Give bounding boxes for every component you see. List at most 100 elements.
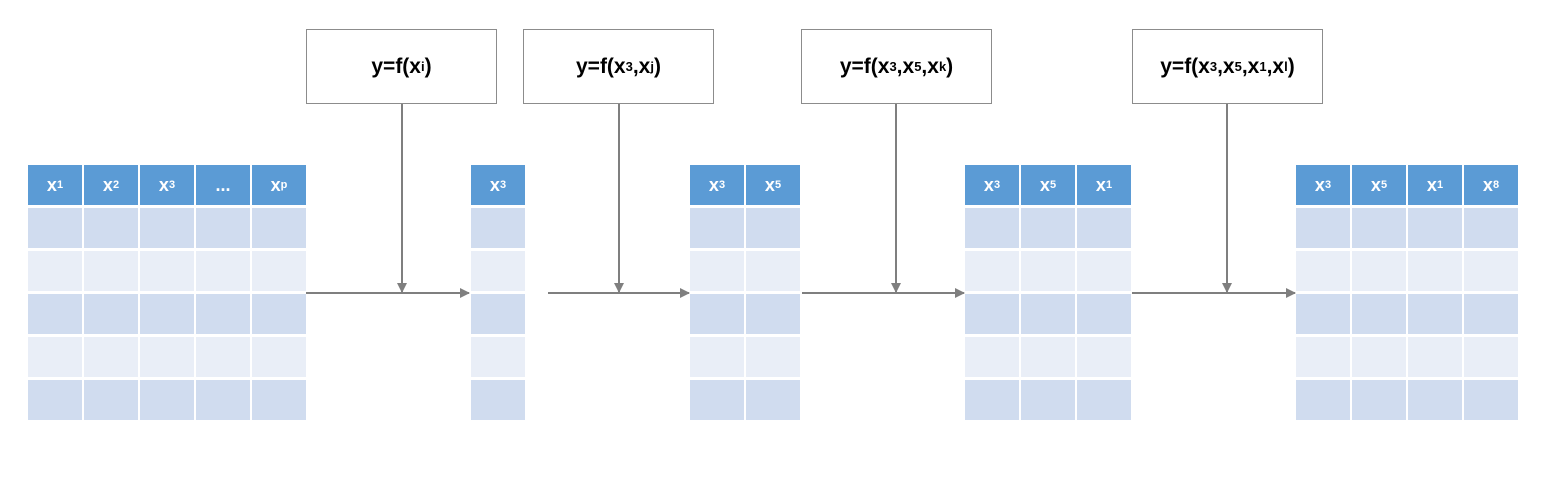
table-cell [965,251,1019,291]
table-cell [196,380,250,420]
table-cell [965,294,1019,334]
column-header-label: x [1370,174,1381,195]
function-prefix: y=f(x [839,54,890,78]
subscript: 5 [914,59,922,74]
table-cell [252,380,306,420]
table-cell [746,380,800,420]
table-cell [140,337,194,377]
function-separator: ,x [1266,54,1285,78]
table-cell [28,208,82,248]
subscript: j [650,59,654,74]
table-cell [690,251,744,291]
column-header-label: x [1095,174,1106,195]
table-cell [690,208,744,248]
table-cell [965,208,1019,248]
table-cell [252,294,306,334]
table-cell [28,337,82,377]
table-cell [746,337,800,377]
column-header-label: x [158,174,169,195]
function-prefix: y=f(x [1160,54,1210,78]
table-cell [252,251,306,291]
subscript: 3 [499,179,507,191]
table-cell [1077,251,1131,291]
table-cell [84,251,138,291]
table-cell [84,208,138,248]
function-separator: ,x [1217,54,1235,78]
table-cell [1021,251,1075,291]
table-cell [1464,251,1518,291]
column-header-label: ... [215,174,231,195]
function-separator: ,x [632,54,651,78]
table-cell [140,380,194,420]
function-separator: ,x [921,54,939,78]
table-cell [1077,337,1131,377]
function-separator: ,x [896,54,915,78]
table-cell [252,208,306,248]
subscript: 3 [1324,179,1332,191]
table-cell [690,294,744,334]
column-header-label: x [46,174,57,195]
table-cell [1296,337,1350,377]
table-cell [140,208,194,248]
function-suffix: ) [653,54,661,78]
table-cell [471,380,525,420]
function-suffix: ) [424,54,432,78]
column-header-label: x [1314,174,1325,195]
table-cell [140,294,194,334]
column-header-label: x [270,174,281,195]
table-cell [28,380,82,420]
table-cell [1408,251,1462,291]
table-cell [28,294,82,334]
subscript: 3 [718,179,726,191]
column-header-label: x [1482,174,1493,195]
function-prefix: y=f(x [576,54,626,78]
table-cell [28,251,82,291]
subscript: 3 [993,179,1001,191]
table-cell [196,294,250,334]
subscript: p [280,179,288,191]
table-cell [84,294,138,334]
column-header-label: x [764,174,775,195]
column-header-label: x [489,174,500,195]
function-suffix: ) [946,54,954,78]
table-cell [1464,294,1518,334]
table-cell [1352,380,1406,420]
table-cell [690,337,744,377]
column-header-label: x [983,174,994,195]
table-cell [1021,294,1075,334]
subscript: 5 [774,179,782,191]
table-cell [1408,294,1462,334]
table-cell [471,251,525,291]
subscript: 3 [625,59,633,74]
column-header-label: x [102,174,113,195]
subscript: 8 [1492,179,1500,191]
subscript: 5 [1234,59,1242,74]
subscript: 1 [56,179,64,191]
column-header: ... [196,165,250,205]
table-cell [1352,337,1406,377]
table-cell [1077,380,1131,420]
table-cell [196,337,250,377]
column-header-label: x [1426,174,1437,195]
column-header-label: x [1039,174,1050,195]
table-cell [1296,208,1350,248]
subscript: 5 [1380,179,1388,191]
table-cell [690,380,744,420]
table-cell [746,294,800,334]
function-suffix: ) [1287,54,1295,78]
